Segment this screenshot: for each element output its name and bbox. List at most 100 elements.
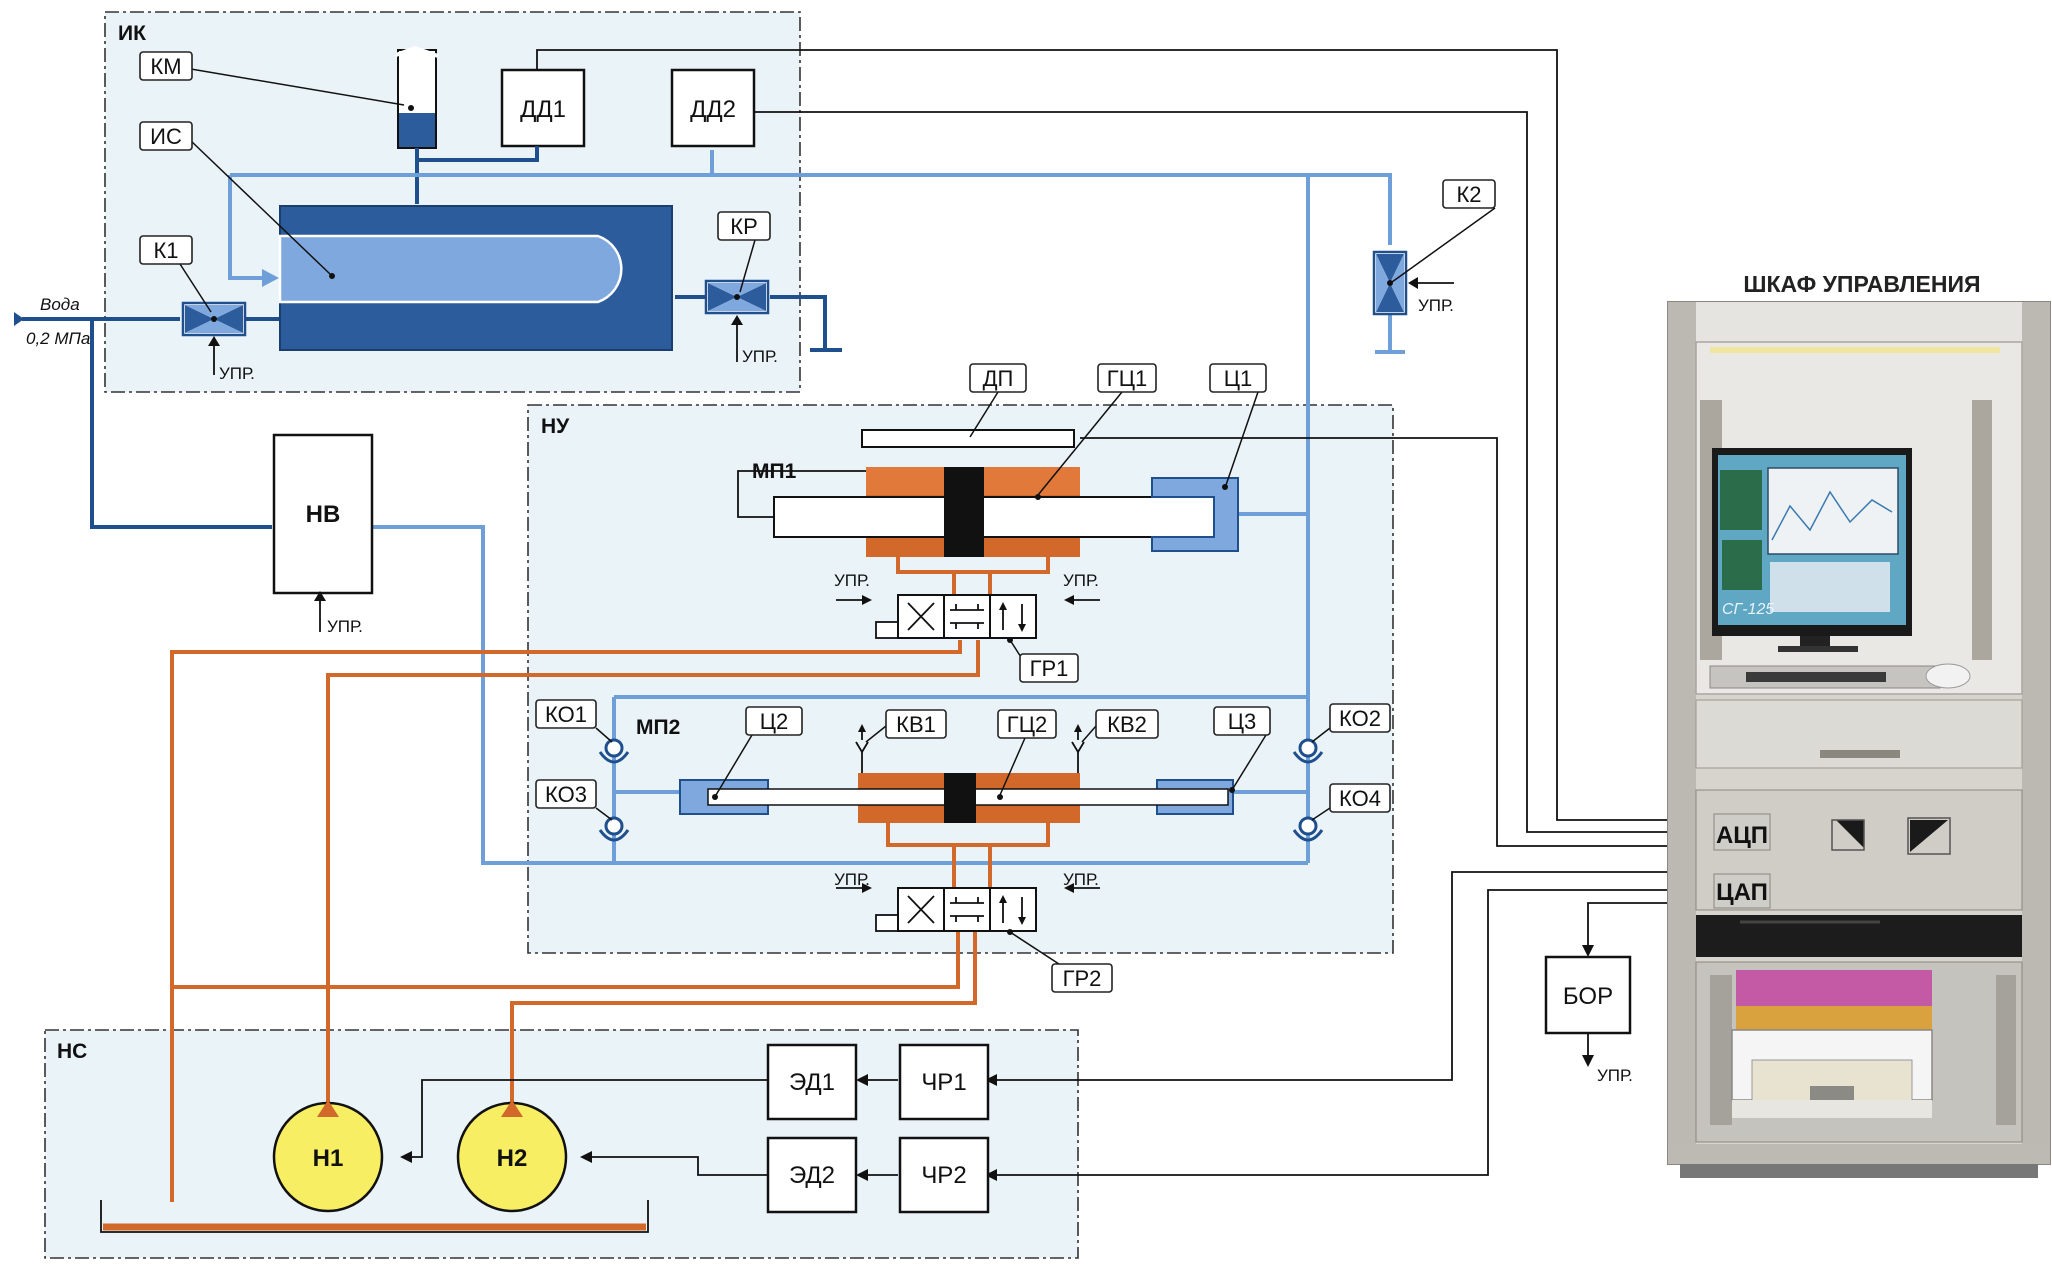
svg-text:УПР.: УПР. — [1597, 1066, 1633, 1085]
air-vent-kv1 — [855, 724, 869, 773]
control-arrow-kr: УПР. — [731, 315, 778, 366]
press-mp2: МП2 — [636, 716, 1235, 823]
svg-text:УПР.: УПР. — [742, 347, 778, 366]
measuring-cylinder — [395, 45, 439, 160]
zone-label-ns: НС — [57, 1040, 87, 1063]
zone-label-nu: НУ — [541, 415, 570, 438]
chamber-flow-arrow — [262, 269, 279, 287]
svg-text:КР: КР — [730, 214, 758, 239]
svg-text:КО4: КО4 — [1339, 786, 1381, 811]
svg-text:ГР2: ГР2 — [1063, 966, 1102, 991]
svg-text:УПР.: УПР. — [219, 364, 255, 383]
water-heater-nv: НВ УПР. — [272, 433, 374, 636]
label-gr2: ГР2 — [1009, 931, 1113, 993]
label-kv1: КВ1 — [865, 709, 947, 743]
emergency-block-bor: БОР УПР. — [1544, 955, 1633, 1085]
svg-text:ЭД2: ЭД2 — [789, 1162, 835, 1189]
svg-text:КО2: КО2 — [1339, 706, 1381, 731]
valve-k1[interactable] — [181, 301, 247, 337]
check-valve-ko3 — [598, 816, 630, 842]
label-is: ИС — [139, 121, 331, 275]
valve-kr[interactable] — [704, 279, 770, 315]
orange-pipes — [100, 545, 1050, 1233]
svg-text:Ц1: Ц1 — [1224, 366, 1253, 391]
svg-text:ИС: ИС — [150, 124, 182, 149]
label-ko3: КО3 — [535, 779, 613, 821]
label-km: КМ — [139, 51, 405, 106]
inlet-medium-label: Вода — [40, 295, 80, 314]
measuring-chamber — [278, 205, 673, 351]
svg-text:КВ2: КВ2 — [1107, 712, 1147, 737]
label-gc1: ГЦ1 — [1037, 363, 1157, 496]
label-c3: Ц3 — [1213, 706, 1271, 791]
svg-text:К1: К1 — [153, 238, 178, 263]
label-mp2: МП2 — [636, 716, 680, 739]
frequency-converter-chr1: ЧР1 — [898, 1043, 990, 1121]
label-dac: ЦАП — [1716, 879, 1768, 906]
label-dp: ДП — [969, 363, 1027, 438]
label-k2: К2 — [1391, 179, 1496, 283]
svg-text:ДП: ДП — [983, 366, 1014, 391]
label-kr: КР — [717, 211, 771, 293]
svg-text:УПР.: УПР. — [834, 571, 870, 590]
svg-text:УПР.: УПР. — [327, 617, 363, 636]
control-cabinet: ШКАФ УПРАВЛЕНИЯ СГ-125 АЦП ЦАП — [1667, 271, 2051, 1178]
pressure-sensor-dd1: ДД1 — [500, 68, 586, 160]
svg-text:КО3: КО3 — [545, 782, 587, 807]
press-mp1: МП1 — [737, 429, 1239, 557]
svg-text:Ц3: Ц3 — [1228, 709, 1257, 734]
svg-text:КМ: КМ — [150, 54, 181, 79]
svg-text:УПР.: УПР. — [1063, 870, 1099, 889]
svg-text:ГЦ2: ГЦ2 — [1007, 712, 1047, 737]
control-arrow-k2: УПР. — [1408, 277, 1454, 315]
label-ko1: КО1 — [535, 699, 613, 743]
svg-text:КО1: КО1 — [545, 702, 587, 727]
label-gc2: ГЦ2 — [997, 709, 1057, 796]
label-gr1: ГР1 — [1009, 639, 1079, 683]
svg-text:ЭД1: ЭД1 — [789, 1069, 835, 1096]
motor-ed1: ЭД1 — [766, 1043, 858, 1121]
svg-text:К2: К2 — [1456, 182, 1481, 207]
svg-text:ДД2: ДД2 — [690, 96, 736, 123]
svg-text:Ц2: Ц2 — [760, 709, 789, 734]
pump-h1: Н1 — [272, 1100, 384, 1213]
label-k1: К1 — [139, 235, 212, 313]
control-arrow-k1: УПР. — [208, 336, 255, 383]
air-vent-kv2 — [1071, 724, 1085, 773]
inlet-arrow — [14, 312, 24, 326]
svg-text:УПР.: УПР. — [1418, 296, 1454, 315]
pressure-sensor-dd2: ДД2 — [670, 68, 756, 148]
svg-text:Н2: Н2 — [497, 1145, 528, 1172]
label-ko2: КО2 — [1311, 703, 1391, 743]
label-adc: АЦП — [1716, 822, 1768, 849]
svg-text:Н1: Н1 — [313, 1145, 344, 1172]
svg-text:КВ1: КВ1 — [896, 712, 936, 737]
motor-ed2: ЭД2 — [766, 1136, 858, 1214]
pump-h2: Н2 — [456, 1100, 568, 1213]
signal-wires — [402, 49, 1710, 1176]
check-valve-ko1 — [598, 738, 630, 764]
screen-text: СГ-125 — [1722, 601, 1774, 618]
valve-k2[interactable] — [1372, 250, 1408, 316]
svg-text:НВ: НВ — [306, 501, 341, 528]
zone-label-ik: ИК — [118, 22, 146, 45]
svg-text:БОР: БОР — [1563, 983, 1613, 1010]
label-kv2: КВ2 — [1081, 709, 1159, 743]
check-valve-ko2 — [1292, 738, 1324, 764]
inlet-pressure-label: 0,2 МПа — [26, 329, 90, 348]
svg-text:ДД1: ДД1 — [520, 96, 566, 123]
svg-text:УПР.: УПР. — [834, 870, 870, 889]
svg-text:ЧР2: ЧР2 — [921, 1162, 966, 1189]
svg-text:УПР.: УПР. — [1063, 571, 1099, 590]
check-valve-ko4 — [1292, 816, 1324, 842]
label-mp1: МП1 — [752, 460, 797, 483]
cabinet-title: ШКАФ УПРАВЛЕНИЯ — [1743, 271, 1980, 297]
label-c2: Ц2 — [715, 706, 803, 796]
frequency-converter-chr2: ЧР2 — [898, 1136, 990, 1214]
directional-valve-gr1: УПР. УПР. — [834, 571, 1100, 643]
directional-valve-gr2: УПР. УПР. — [834, 870, 1100, 935]
svg-text:ЧР1: ЧР1 — [921, 1069, 966, 1096]
svg-text:ГЦ1: ГЦ1 — [1107, 366, 1147, 391]
svg-text:ГР1: ГР1 — [1030, 656, 1069, 681]
